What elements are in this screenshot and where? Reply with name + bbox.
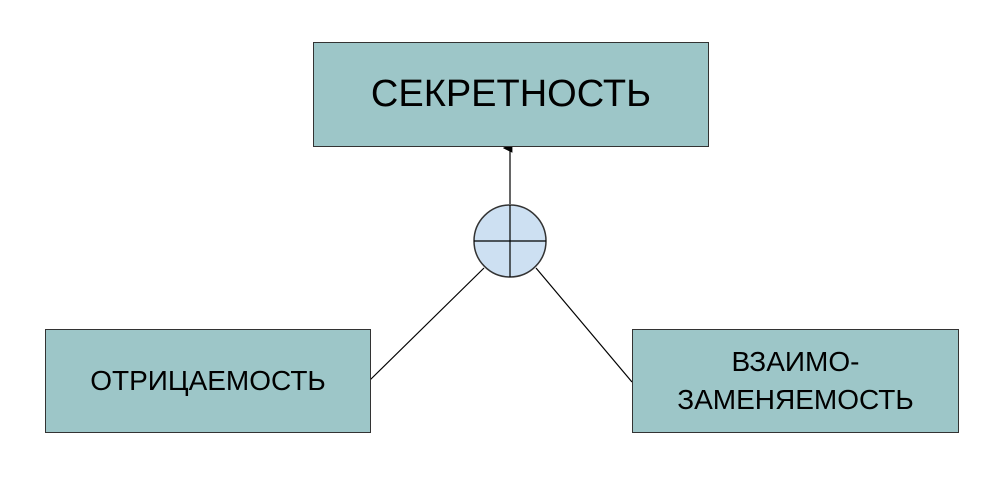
left-box: ОТРИЦАЕМОСТЬ	[45, 329, 371, 433]
right-box: ВЗАИМО- ЗАМЕНЯЕМОСТЬ	[632, 329, 959, 433]
right-label-line1: ВЗАИМО-	[731, 346, 860, 377]
line-to-right	[535, 267, 633, 383]
top-box: СЕКРЕТНОСТЬ	[313, 42, 709, 147]
top-label: СЕКРЕТНОСТЬ	[370, 73, 652, 115]
line-to-left	[369, 267, 485, 381]
right-label-line2: ЗАМЕНЯЕМОСТЬ	[677, 384, 914, 415]
left-label: ОТРИЦАЕМОСТЬ	[90, 365, 326, 396]
or-node-icon	[473, 204, 547, 278]
